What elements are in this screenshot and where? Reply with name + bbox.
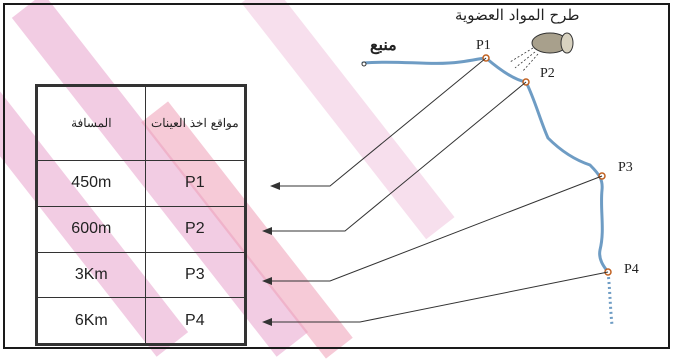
river-tail	[606, 271, 614, 326]
source-label: منبع	[370, 35, 397, 54]
diagram-frame	[3, 3, 670, 349]
table-row: 450m P1	[37, 160, 246, 207]
cell-site: P1	[144, 160, 246, 207]
river-path	[361, 56, 610, 274]
cell-distance: 6Km	[37, 297, 146, 344]
connector-line	[270, 81, 527, 232]
arrowhead	[262, 318, 272, 326]
arrowhead	[262, 227, 272, 235]
point-label-p1: P1	[476, 38, 491, 53]
connector-line	[270, 175, 603, 282]
arrowhead	[270, 182, 280, 190]
connector-line	[278, 57, 487, 187]
point-label-p2: P2	[540, 66, 555, 81]
table-row: 600m P2	[37, 205, 246, 253]
source-point	[361, 61, 367, 67]
organic-matter-label: طرح المواد العضوية	[455, 6, 580, 24]
cell-site: P3	[144, 251, 246, 299]
drum-end	[560, 32, 574, 54]
table-row: 3Km P3	[37, 251, 246, 299]
cell-site: P2	[144, 205, 246, 253]
cell-distance: 600m	[37, 205, 146, 253]
table-row: 6Km P4	[37, 297, 246, 344]
point-label-p3: P3	[618, 160, 633, 175]
cell-site: P4	[144, 297, 246, 344]
header-distance: المسافة	[37, 86, 146, 161]
point-label-p4: P4	[624, 262, 639, 277]
sampling-table: المسافة مواقع اخذ العينات 450m P1 600m P…	[35, 84, 247, 346]
connector-line	[270, 271, 609, 323]
header-sampling-sites: مواقع اخذ العينات	[144, 86, 246, 161]
cell-distance: 3Km	[37, 251, 146, 299]
arrowhead	[262, 277, 272, 285]
cell-distance: 450m	[37, 160, 146, 207]
